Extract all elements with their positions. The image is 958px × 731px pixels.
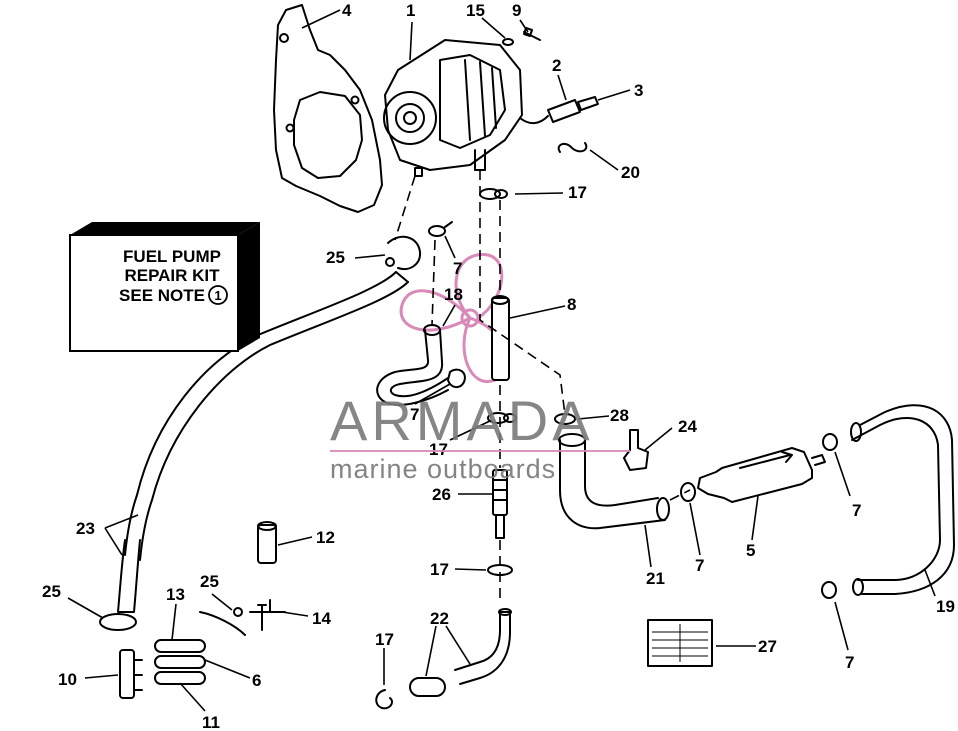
callout-17-mid: 17 [429, 440, 448, 459]
watermark-brand: ARMADA [330, 389, 594, 452]
part-7-clamp-right-low [680, 482, 696, 502]
part-8-tube [491, 295, 510, 381]
part-4-mounting-plate [273, 4, 383, 213]
part-7-clamp-mid [447, 368, 466, 388]
callout-27: 27 [758, 637, 777, 656]
callout-25-top: 25 [326, 248, 345, 267]
part-5-fuel-filter [697, 447, 826, 503]
callout-3: 3 [634, 81, 643, 100]
assembly-dashed-lines [394, 170, 691, 600]
part-13-hose-pieces [154, 639, 206, 685]
kit-note-number: 1 [214, 288, 221, 303]
part-25-clip-left [99, 613, 137, 631]
part-15-washer [502, 38, 514, 46]
callout-23: 23 [76, 519, 95, 538]
fuel-pump-repair-kit-box: FUEL PUMP REPAIR KIT SEE NOTE 1 [69, 222, 260, 352]
part-25-clip-top [385, 235, 422, 270]
callout-17-bottom: 17 [375, 630, 394, 649]
callout-25-left: 25 [42, 582, 61, 601]
callout-7-far-right: 7 [852, 501, 861, 520]
callout-24: 24 [678, 417, 697, 436]
leader-lines [67, 9, 936, 712]
callout-9: 9 [512, 1, 521, 20]
part-17-clamp-bottom [375, 689, 393, 710]
part-28-clamp [554, 413, 576, 425]
part-10-manifold [119, 649, 143, 699]
callout-13: 13 [166, 585, 185, 604]
part-12-connector [257, 521, 277, 564]
callout-6: 6 [252, 671, 261, 690]
part-23-fuel-hose [117, 271, 409, 613]
part-7-clamp-bottom-right [821, 581, 837, 599]
callout-5: 5 [746, 541, 755, 560]
part-1-fuel-pump [383, 39, 523, 177]
callout-22: 22 [430, 609, 449, 628]
callout-7-right-low: 7 [695, 556, 704, 575]
part-7-clamp-far-right [822, 433, 838, 451]
part-20-clip [557, 142, 588, 153]
callout-4: 4 [342, 1, 352, 20]
callout-10: 10 [58, 670, 77, 689]
watermark-text: ARMADA marine outboards [330, 389, 630, 484]
callout-7-mid: 7 [410, 405, 419, 424]
part-17-clamp-top [479, 188, 508, 200]
part-19-hose [850, 404, 955, 596]
kit-line-3: SEE NOTE [119, 286, 205, 305]
callout-21: 21 [646, 569, 665, 588]
kit-line-2: REPAIR KIT [124, 266, 220, 285]
callout-2: 2 [552, 56, 561, 75]
callout-26: 26 [432, 485, 451, 504]
part-3-nipple [577, 96, 599, 111]
callout-20: 20 [621, 163, 640, 182]
callout-28: 28 [610, 406, 629, 425]
part-22-hoses [409, 608, 512, 697]
part-7-clamp-top [428, 221, 453, 237]
part-25-clip-mid [199, 607, 246, 636]
watermark-tagline: marine outboards [330, 454, 556, 484]
part-26-inline-filter [492, 469, 508, 539]
note-circle-icon [208, 285, 228, 305]
part-9-screw [523, 27, 541, 41]
part-27-decal [647, 619, 713, 667]
callout-17-low: 17 [430, 560, 449, 579]
callout-labels: 4 1 15 9 2 3 20 17 25 7 18 8 7 17 28 24 … [42, 1, 955, 731]
callout-18: 18 [444, 285, 463, 304]
callout-19: 19 [936, 597, 955, 616]
callout-1: 1 [406, 1, 415, 20]
callout-12: 12 [316, 528, 335, 547]
part-24-fitting [623, 429, 649, 471]
part-14-tee-fitting [249, 599, 286, 631]
callout-11: 11 [202, 713, 220, 731]
callout-7-bottom-right: 7 [845, 653, 854, 672]
callout-15: 15 [466, 1, 485, 20]
part-21-hose [558, 433, 670, 530]
callout-8: 8 [567, 295, 576, 314]
kit-line-1: FUEL PUMP [123, 247, 221, 266]
callout-14: 14 [312, 609, 331, 628]
part-2-fitting [519, 99, 581, 124]
part-17-clamp-mid [487, 412, 517, 424]
callout-25-mid: 25 [200, 572, 219, 591]
callout-17-top: 17 [568, 183, 587, 202]
callout-7-top: 7 [453, 259, 462, 278]
